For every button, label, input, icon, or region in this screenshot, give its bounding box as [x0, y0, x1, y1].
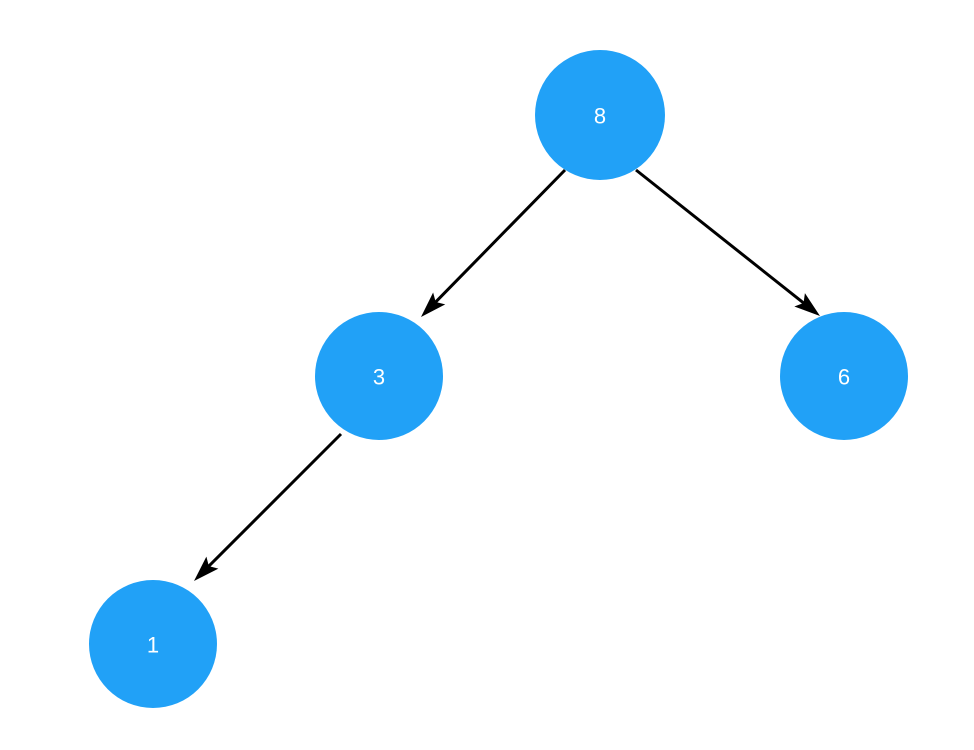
tree-edge [421, 168, 567, 317]
tree-node[interactable]: 1 [89, 580, 217, 708]
tree-node[interactable]: 8 [535, 50, 665, 180]
node-circle[interactable] [535, 50, 665, 180]
tree-node[interactable]: 3 [315, 312, 443, 440]
edge-arrowhead-icon [421, 292, 446, 317]
edges-layer [194, 168, 820, 581]
node-circle[interactable] [89, 580, 217, 708]
node-label: 8 [594, 104, 606, 129]
node-label: 6 [838, 365, 850, 390]
tree-edge [635, 168, 820, 316]
node-label: 3 [373, 365, 385, 390]
edge-arrowhead-icon [194, 556, 219, 581]
tree-edge [194, 432, 343, 581]
node-circle[interactable] [315, 312, 443, 440]
tree-node[interactable]: 6 [780, 312, 908, 440]
node-label: 1 [147, 633, 159, 658]
edge-line [207, 432, 343, 568]
edge-arrowhead-icon [794, 293, 820, 316]
node-circle[interactable] [780, 312, 908, 440]
nodes-layer: 8 3 6 1 [89, 50, 908, 708]
edge-line [433, 168, 567, 304]
edge-line [635, 168, 806, 305]
